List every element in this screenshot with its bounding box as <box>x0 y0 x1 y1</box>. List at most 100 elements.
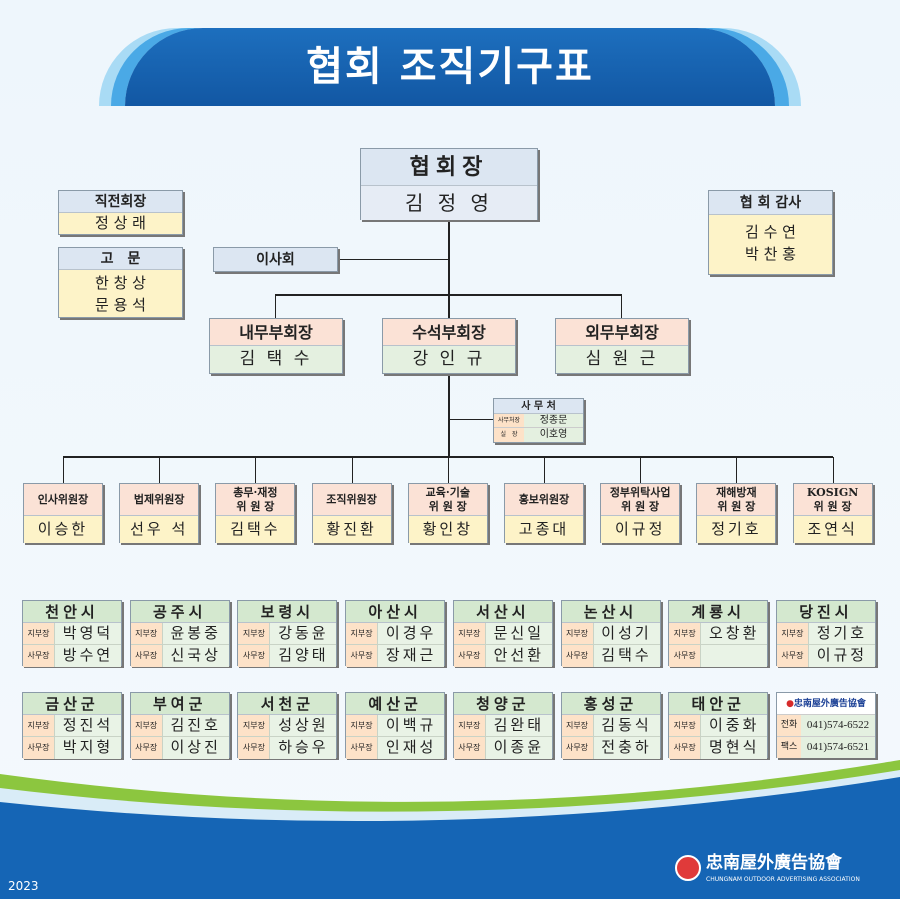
committee-chair-name: 황진환 <box>312 516 391 543</box>
vice-president-name: 심 원 근 <box>556 346 688 373</box>
contact-logo-text: 忠南屋外廣告協會 <box>793 699 866 709</box>
branch-head-label: 지부장 <box>346 715 379 736</box>
branch-head-name: 오창환 <box>701 623 768 644</box>
committee-chair-name: 이규정 <box>601 516 680 543</box>
committee-title: 인사위원장 <box>24 484 102 516</box>
vice-president-name: 김 택 수 <box>210 346 342 373</box>
branch-name: 금산군 <box>23 693 121 715</box>
branch-name: 당진시 <box>776 601 875 623</box>
connector-line <box>640 457 642 483</box>
secretariat-name: 이호영 <box>524 428 583 442</box>
connector-line <box>832 457 834 483</box>
branch-name: 서산시 <box>453 601 552 623</box>
phone-label: 전화 <box>777 715 801 736</box>
branch-office-label: 사무장 <box>561 737 594 759</box>
branch-head-name: 문신일 <box>485 623 552 644</box>
branch-office-label: 사무장 <box>453 737 486 759</box>
branch-office-name: 이상진 <box>162 737 229 759</box>
branch-head-name: 이중화 <box>701 715 768 736</box>
branch-head-label: 지부장 <box>23 623 55 644</box>
committee-title: 재해방재 위 원 장 <box>697 484 776 516</box>
committee-title: 법제위원장 <box>120 484 199 516</box>
branch-office-name: 방수연 <box>55 645 121 667</box>
branch-head-label: 지부장 <box>238 623 271 644</box>
connector-line <box>255 457 257 483</box>
advisor-name: 문 용 석 <box>95 296 146 314</box>
branch-office-name: 안선환 <box>485 645 552 667</box>
branch-head-name: 이성기 <box>593 623 660 644</box>
branch-office-name: 이규정 <box>808 645 875 667</box>
fax-label: 팩스 <box>777 737 801 758</box>
branch-office-label: 사무장 <box>669 645 702 667</box>
branch-office-label: 사무장 <box>776 645 809 667</box>
branch-office-label: 사무장 <box>669 737 702 759</box>
branch-head-label: 지부장 <box>346 623 379 644</box>
branch-office-label: 사무장 <box>130 737 163 759</box>
connector-line <box>351 457 353 483</box>
branch-name: 홍성군 <box>561 693 660 715</box>
branch-office-label: 사무장 <box>346 645 379 667</box>
connector-line <box>159 457 161 483</box>
connector-line <box>449 419 493 420</box>
branch-head-label: 지부장 <box>669 715 702 736</box>
branch-office-label: 사무장 <box>23 737 55 759</box>
committee-title: 총무·재정 위 원 장 <box>216 484 295 516</box>
connector-line <box>63 457 64 483</box>
advisor-box: 고 문 한 창 상 문 용 석 <box>58 247 183 318</box>
branch-head-name: 박영덕 <box>55 623 121 644</box>
branch-name: 공주시 <box>130 601 229 623</box>
past-president-title: 직전회장 <box>59 191 182 213</box>
advisor-title: 고 문 <box>59 248 182 270</box>
branch-head-label: 지부장 <box>130 623 163 644</box>
auditor-name: 김 수 연 <box>745 223 796 241</box>
branch-head-name: 정기호 <box>808 623 875 644</box>
branch-name: 서천군 <box>238 693 337 715</box>
board-box: 이사회 <box>213 247 338 272</box>
connector-line <box>736 457 738 483</box>
branch-head-name: 정진석 <box>55 715 121 736</box>
branch-head-label: 지부장 <box>23 715 55 736</box>
committee-title: 정부위탁사업 위 원 장 <box>601 484 680 516</box>
branch-head-label: 지부장 <box>561 623 594 644</box>
past-president-box: 직전회장 정 상 래 <box>58 190 183 235</box>
branch-head-name: 김완태 <box>485 715 552 736</box>
logo-icon: ● <box>786 699 794 709</box>
branch-name: 태안군 <box>669 693 768 715</box>
branch-name: 보령시 <box>238 601 337 623</box>
branch-office-name: 이종윤 <box>485 737 552 759</box>
president-box: 협회장 김 정 영 <box>360 148 538 220</box>
branch-head-label: 지부장 <box>561 715 594 736</box>
page-title: 협회 조직기구표 <box>125 28 775 106</box>
branch-office-label: 사무장 <box>23 645 55 667</box>
committee-chair-name: 이승한 <box>24 516 102 543</box>
branch-head-label: 지부장 <box>453 715 486 736</box>
connector-line <box>544 457 545 483</box>
secretariat-label: 실 장 <box>494 428 524 442</box>
branch-head-name: 김진호 <box>162 715 229 736</box>
committee-chair-name: 선우 석 <box>120 516 199 543</box>
past-president-name: 정 상 래 <box>59 213 182 234</box>
branch-office-name: 명현식 <box>701 737 768 759</box>
branch-office-label: 사무장 <box>238 645 271 667</box>
branch-office-name: 하승우 <box>270 737 337 759</box>
branch-head-name: 윤봉중 <box>162 623 229 644</box>
branch-name: 아산시 <box>346 601 445 623</box>
committee-title: KOSIGN 위 원 장 <box>793 484 872 516</box>
branch-office-label: 사무장 <box>346 737 379 759</box>
vice-president-title: 내무부회장 <box>210 319 342 346</box>
branch-office-label: 사무장 <box>453 645 486 667</box>
